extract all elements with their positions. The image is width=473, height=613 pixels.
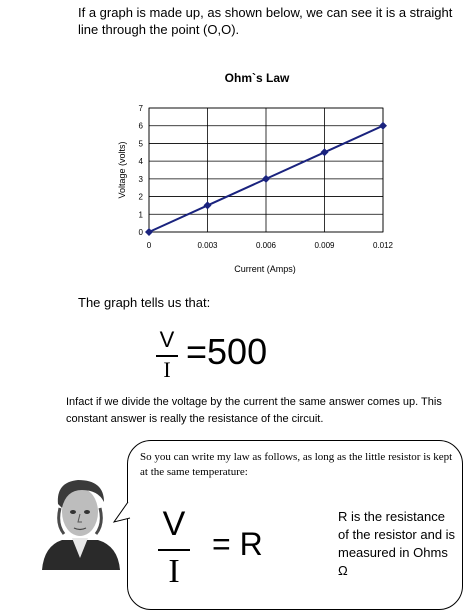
fraction-denominator: I: [163, 357, 171, 382]
y-tick-label: 4: [139, 157, 144, 166]
fraction-numerator: V: [162, 505, 186, 543]
y-tick-label: 7: [139, 104, 144, 113]
y-tick-label: 6: [139, 122, 144, 131]
data-point: [145, 228, 153, 236]
bubble-text: So you can write my law as follows, as l…: [140, 451, 453, 478]
speech-bubble-pointer: [112, 501, 131, 523]
y-tick-label: 5: [139, 139, 144, 148]
x-tick-label: 0.009: [314, 241, 335, 250]
fraction-bar: [158, 549, 190, 551]
y-tick-label: 2: [139, 193, 144, 202]
y-tick-label: 1: [139, 210, 144, 219]
data-point: [203, 201, 212, 210]
fraction-numerator: V: [159, 327, 175, 352]
equals-r: = R: [212, 526, 263, 562]
infact-paragraph: Infact if we divide the voltage by the c…: [66, 396, 442, 425]
chart-xlabel: Current (Amps): [234, 264, 296, 274]
x-tick-label: 0.003: [197, 241, 218, 250]
ohm-portrait-image: [42, 480, 120, 570]
data-point: [379, 121, 387, 130]
r-description: R is the resistance of the resistor and …: [338, 509, 456, 578]
v-over-i-fraction: V I: [152, 327, 192, 385]
x-tick-label: 0.006: [256, 241, 277, 250]
graph-tells-text: The graph tells us that:: [78, 295, 211, 310]
fraction-bar: [156, 355, 178, 357]
chart-axes: 0 1 2 3 4 5 6 7 0 0.003 0.006 0.009 0.012: [139, 104, 394, 250]
y-tick-label: 3: [139, 175, 144, 184]
chart-grid: [148, 107, 384, 233]
fraction-denominator: I: [168, 553, 180, 590]
equation-result: =500: [186, 331, 268, 372]
x-tick-label: 0.012: [373, 241, 394, 250]
chart-title: Ohm`s Law: [225, 71, 290, 85]
data-point: [320, 148, 329, 157]
intro-text: If a graph is made up, as shown below, w…: [78, 5, 453, 37]
v-over-i-fraction-large: V I: [152, 505, 202, 600]
plot-area-border: [148, 107, 384, 233]
chart-ylabel: Voltage (volts): [117, 141, 127, 198]
data-point: [262, 174, 270, 183]
y-tick-label: 0: [139, 228, 144, 237]
chart-series: [145, 121, 387, 236]
speech-bubble: [127, 440, 463, 610]
x-tick-label: 0: [147, 241, 152, 250]
